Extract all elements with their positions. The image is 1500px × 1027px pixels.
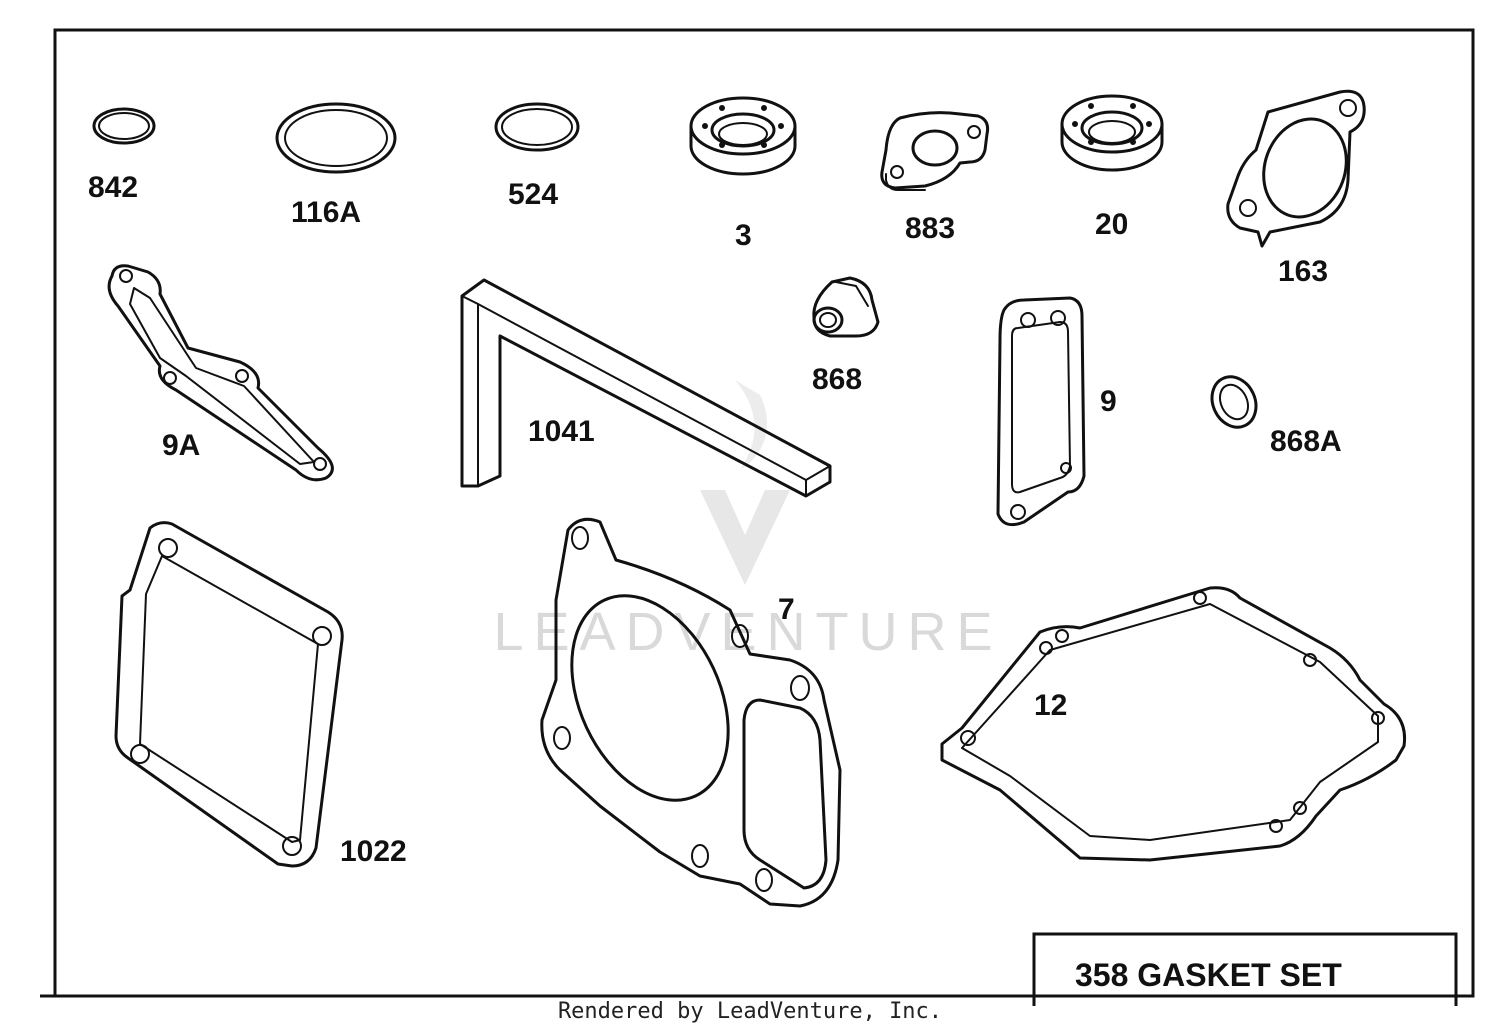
- part-20-oil-seal: [1060, 94, 1164, 172]
- part-label-524: 524: [508, 178, 558, 211]
- part-label-1041: 1041: [528, 415, 595, 448]
- part-label-7: 7: [778, 593, 795, 626]
- part-7-cylinder-head-gasket: [540, 517, 842, 908]
- part-label-163: 163: [1278, 255, 1328, 288]
- part-label-116a: 116A: [291, 196, 361, 229]
- part-9a-breather-gasket: [107, 264, 334, 482]
- part-label-883: 883: [905, 212, 955, 245]
- part-116a-o-ring: [275, 102, 397, 174]
- part-3-oil-seal: [689, 96, 797, 176]
- part-163-gasket: [1226, 89, 1366, 248]
- frame-border: [53, 28, 1475, 998]
- part-1041-seal-strip: [460, 278, 832, 498]
- part-1022-gasket: [114, 521, 344, 868]
- part-868a-washer: [1210, 375, 1258, 429]
- part-label-9a: 9A: [162, 429, 200, 462]
- part-868-valve-seal: [812, 276, 880, 338]
- part-label-1022: 1022: [340, 835, 407, 868]
- title-box: 358 GASKET SET: [1032, 932, 1458, 1006]
- part-label-868a: 868A: [1270, 425, 1342, 458]
- title-box-text: 358 GASKET SET: [1075, 957, 1342, 993]
- part-842-o-ring: [92, 107, 156, 145]
- part-12-oil-pan-gasket: [940, 586, 1407, 862]
- footer-credit: Rendered by LeadVenture, Inc.: [558, 999, 942, 1024]
- part-label-842: 842: [88, 171, 138, 204]
- part-883-intake-gasket: [880, 111, 990, 191]
- part-524-o-ring: [494, 102, 580, 152]
- part-label-3: 3: [735, 219, 752, 252]
- part-label-20: 20: [1095, 208, 1128, 241]
- part-9-valve-cover-gasket: [996, 296, 1086, 527]
- watermark-logo: [700, 380, 790, 585]
- part-label-9: 9: [1100, 385, 1117, 418]
- part-label-868: 868: [812, 363, 862, 396]
- part-label-12: 12: [1034, 689, 1067, 722]
